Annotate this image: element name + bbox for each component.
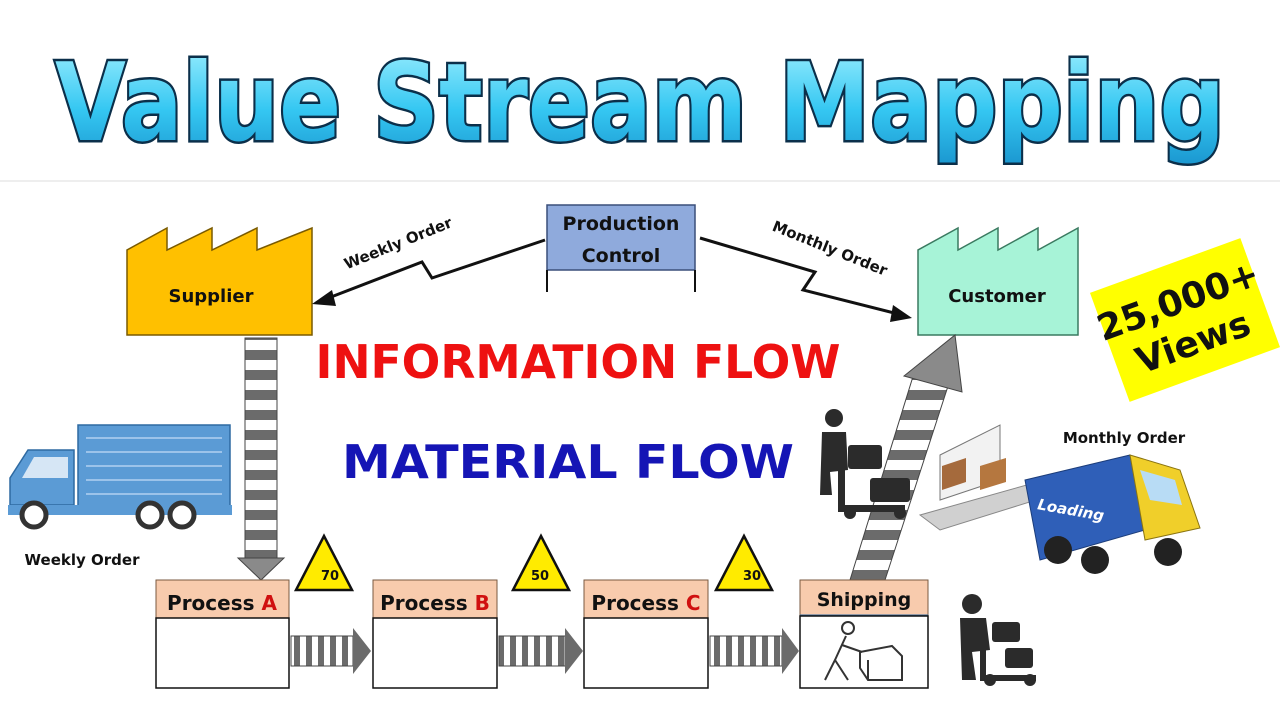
process-b-label: Process B (380, 591, 490, 615)
weekly-order-label: Weekly Order (25, 551, 141, 569)
inventory-triangle-c: 30 (713, 533, 775, 592)
supplier-label: Supplier (169, 286, 254, 307)
packing-worker-icon (824, 621, 903, 681)
shipping-label: Shipping (817, 589, 912, 611)
customer-label: Customer (948, 286, 1046, 307)
process-a-letter: A (261, 591, 277, 615)
process-c-label: Process C (591, 591, 700, 615)
weekly-truck-icon (8, 424, 232, 530)
monthly-order-label: Monthly Order (1063, 429, 1186, 447)
push-arrow-b-c (498, 628, 583, 674)
worker-with-cart-icon (820, 409, 910, 519)
inventory-a-value: 70 (321, 569, 339, 584)
inventory-c-value: 30 (743, 569, 761, 584)
material-flow-heading: MATERIAL FLOW (342, 435, 794, 489)
customer-factory: Customer (917, 226, 1079, 336)
process-box-b: Process B (372, 579, 498, 689)
process-box-a: Process A (155, 579, 290, 689)
title-banner: Value Stream Mapping (53, 39, 1228, 169)
production-control-box: Production Control (546, 204, 696, 292)
process-c-letter: C (686, 591, 701, 615)
loading-truck-icon: Loading (918, 424, 1201, 574)
inventory-triangle-b: 50 (510, 533, 572, 592)
inventory-triangle-a: 70 (293, 533, 355, 592)
inventory-b-value: 50 (531, 569, 549, 584)
material-arrow-supplier-to-process (236, 337, 286, 581)
process-a-label: Process A (167, 591, 277, 615)
page-title: Value Stream Mapping (55, 41, 1225, 166)
weekly-order-edge-label: Weekly Order (341, 213, 455, 273)
process-box-c: Process C (583, 579, 709, 689)
info-arrow-to-customer (699, 236, 912, 322)
worker-with-cart-icon-2 (960, 594, 1036, 686)
push-arrow-c-shipping (709, 628, 799, 674)
push-arrow-a-b (290, 628, 371, 674)
shipping-box: Shipping (799, 579, 929, 689)
monthly-order-edge-label: Monthly Order (770, 217, 891, 280)
production-control-label-2: Control (582, 245, 661, 267)
views-badge: 25,000+ Views (1089, 238, 1280, 402)
material-arrow-shipping-to-customer (849, 334, 963, 581)
supplier-factory: Supplier (126, 226, 313, 336)
production-control-label-1: Production (563, 213, 680, 235)
information-flow-heading: INFORMATION FLOW (316, 335, 841, 389)
info-arrow-to-supplier (312, 238, 546, 306)
process-b-letter: B (475, 591, 490, 615)
